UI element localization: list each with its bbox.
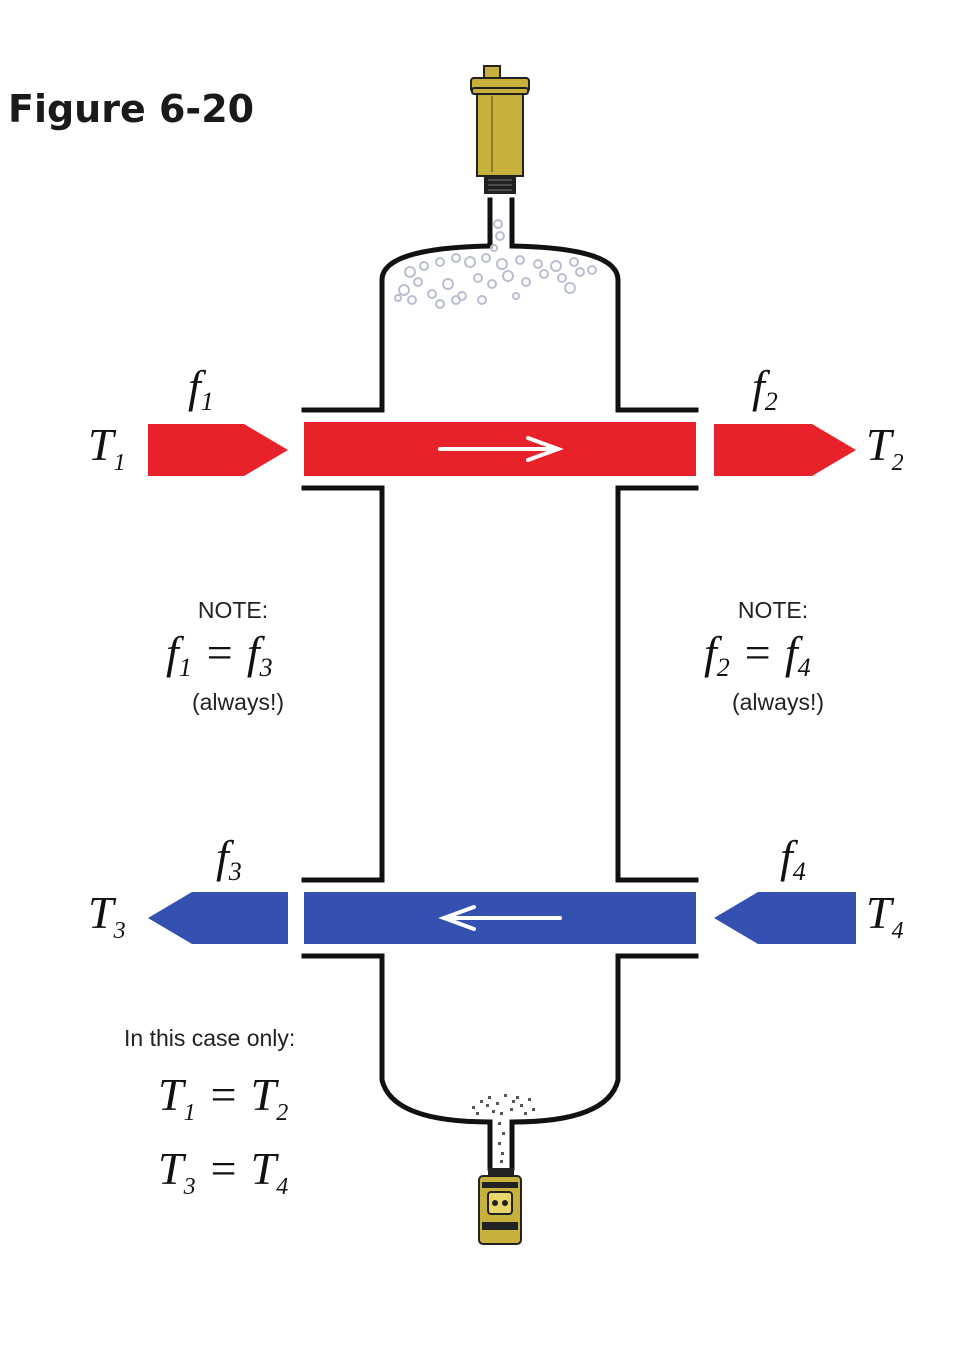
air-bubble	[487, 279, 497, 289]
air-bubble	[419, 261, 429, 271]
air-bubble	[473, 273, 483, 283]
sediment-particle	[532, 1108, 535, 1111]
air-bubble	[413, 277, 423, 287]
sediment-particle	[486, 1104, 489, 1107]
air-bubble	[575, 267, 585, 277]
air-bubble	[587, 265, 597, 275]
label-f1: f1	[188, 361, 214, 416]
sediment-particle	[498, 1142, 501, 1145]
sediment-particle	[516, 1096, 519, 1099]
label-f3: f3	[216, 831, 242, 886]
figure-title: Figure 6-20	[8, 87, 254, 131]
case-note-equation-1: T1=T2	[158, 1069, 288, 1126]
hot-flow-direction-arrow	[438, 436, 564, 462]
sediment-particles	[472, 1094, 535, 1163]
air-bubble	[404, 266, 416, 278]
drain-valve-icon	[478, 1168, 522, 1245]
air-bubble	[521, 277, 531, 287]
hot-inlet-arrow	[148, 424, 288, 476]
air-bubble	[569, 257, 579, 267]
air-bubble	[407, 295, 417, 305]
air-bubble	[495, 231, 505, 241]
air-bubble	[496, 258, 508, 270]
cold-inlet-arrow	[714, 892, 856, 944]
sediment-particle	[524, 1112, 527, 1115]
air-vent-icon	[470, 65, 530, 194]
sediment-particle	[501, 1152, 504, 1155]
air-bubble	[394, 294, 402, 302]
sediment-particle	[520, 1104, 523, 1107]
air-bubble	[490, 244, 498, 252]
label-T4: T4	[866, 887, 904, 944]
air-bubble	[451, 253, 461, 263]
air-bubble	[493, 219, 503, 229]
note-left-remark: (always!)	[192, 689, 284, 715]
air-bubble	[515, 255, 525, 265]
note-right-remark: (always!)	[732, 689, 824, 715]
air-bubble	[512, 292, 520, 300]
sediment-particle	[496, 1102, 499, 1105]
sediment-particle	[504, 1094, 507, 1097]
note-right: NOTE: f2=f4 (always!)	[704, 597, 824, 715]
sediment-particle	[472, 1106, 475, 1109]
cold-outlet-arrow	[148, 892, 288, 944]
air-bubble	[557, 273, 567, 283]
case-note-equation-2: T3=T4	[158, 1143, 288, 1200]
air-bubble	[477, 295, 487, 305]
cold-flow-direction-arrow	[438, 905, 562, 931]
sediment-particle	[488, 1096, 491, 1099]
air-bubble	[451, 295, 461, 305]
sediment-particle	[528, 1098, 531, 1101]
air-bubble	[564, 282, 576, 294]
label-f4: f4	[780, 831, 806, 886]
sediment-particle	[498, 1122, 501, 1125]
separator-body	[301, 197, 699, 1171]
label-f2: f2	[752, 361, 778, 416]
air-bubble	[502, 270, 514, 282]
air-bubble	[481, 253, 491, 263]
sediment-particle	[492, 1110, 495, 1113]
air-bubbles-top	[394, 219, 597, 309]
air-bubble	[464, 256, 476, 268]
sediment-particle	[476, 1112, 479, 1115]
note-right-heading: NOTE:	[738, 597, 808, 623]
case-note-heading: In this case only:	[124, 1025, 295, 1051]
note-left: NOTE: f1=f3 (always!)	[166, 597, 284, 715]
air-bubble	[533, 259, 543, 269]
air-bubble	[398, 284, 410, 296]
label-T1: T1	[88, 419, 126, 476]
air-bubble	[442, 278, 454, 290]
sediment-particle	[502, 1132, 505, 1135]
note-left-equation: f1=f3	[166, 627, 273, 682]
air-bubble	[427, 289, 437, 299]
air-bubble	[550, 260, 562, 272]
label-T2: T2	[866, 419, 904, 476]
sediment-particle	[500, 1112, 503, 1115]
sediment-particle	[500, 1160, 503, 1163]
sediment-particle	[510, 1108, 513, 1111]
note-right-equation: f2=f4	[704, 627, 811, 682]
sediment-particle	[512, 1100, 515, 1103]
case-note: In this case only: T1=T2 T3=T4	[124, 1025, 295, 1200]
air-bubble	[435, 257, 445, 267]
note-left-heading: NOTE:	[198, 597, 268, 623]
air-bubble	[539, 269, 549, 279]
sediment-particle	[480, 1100, 483, 1103]
hot-outlet-arrow	[714, 424, 856, 476]
label-T3: T3	[88, 887, 126, 944]
air-bubble	[435, 299, 445, 309]
